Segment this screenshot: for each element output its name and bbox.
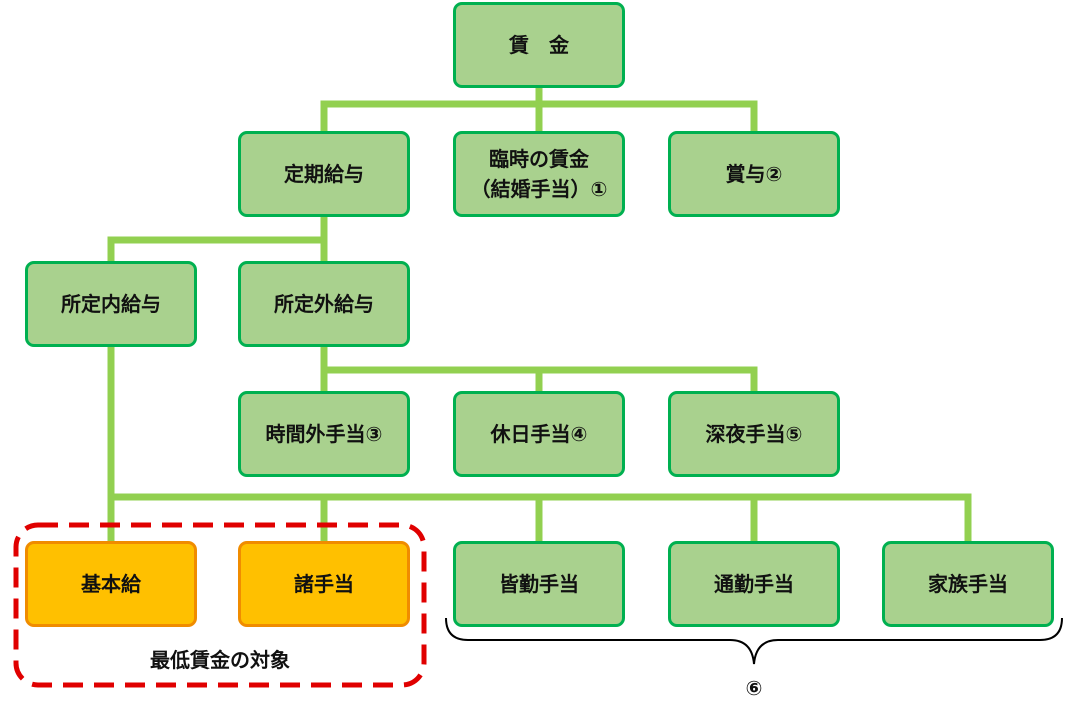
minimum-wage-group-label: 最低賃金の対象 — [150, 648, 290, 672]
connector-wage-to-level2 — [320, 82, 758, 135]
node-overtime-allowance: 時間外手当③ — [238, 391, 410, 477]
connector-lines — [107, 82, 972, 545]
connector-regular-to-level3 — [107, 213, 328, 265]
node-regular-pay: 定期給与 — [238, 131, 410, 217]
node-misc-allowances: 諸手当 — [238, 541, 410, 627]
minimum-wage-dashed-frame — [13, 522, 427, 688]
excluded-group-label: ⑥ — [745, 676, 763, 700]
connector-nonscheduled-to-allowances — [320, 343, 758, 395]
node-nonscheduled-pay: 所定外給与 — [238, 261, 410, 347]
node-commute-allowance: 通勤手当 — [668, 541, 840, 627]
excluded-allowances-brace — [445, 617, 1063, 665]
node-wage: 賃 金 — [453, 2, 625, 88]
node-bonus: 賞与② — [668, 131, 840, 217]
connector-scheduled-to-components — [107, 343, 972, 545]
node-temporary-wage: 臨時の賃金 （結婚手当）① — [453, 131, 625, 217]
node-scheduled-pay: 所定内給与 — [25, 261, 197, 347]
node-holiday-allowance: 休日手当④ — [453, 391, 625, 477]
node-night-allowance: 深夜手当⑤ — [668, 391, 840, 477]
node-attendance-allowance: 皆勤手当 — [453, 541, 625, 627]
node-base-pay: 基本給 — [25, 541, 197, 627]
node-family-allowance: 家族手当 — [882, 541, 1054, 627]
